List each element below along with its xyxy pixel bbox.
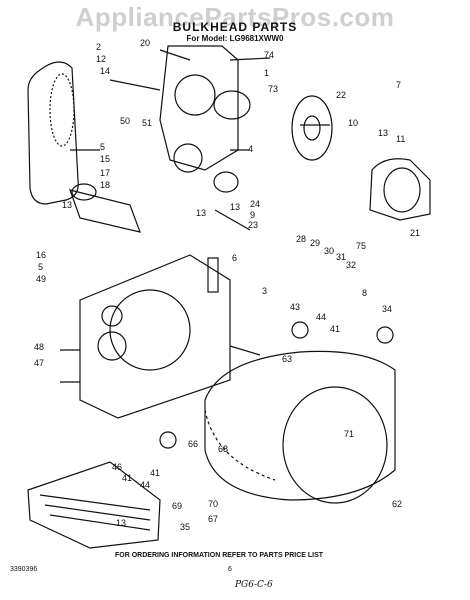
part-callout-8: 8 — [362, 288, 367, 298]
part-callout-24: 24 — [250, 199, 260, 209]
part-callout-13: 13 — [196, 208, 206, 218]
part-callout-28: 28 — [296, 234, 306, 244]
part-callout-11: 11 — [396, 134, 405, 144]
blower-wheel — [291, 95, 333, 161]
page-number: 6 — [228, 566, 232, 573]
bulkhead-outlet — [173, 143, 203, 173]
exhaust-tube — [71, 183, 97, 201]
front-panel-cover — [27, 61, 79, 205]
part-callout-6: 6 — [232, 253, 237, 263]
part-callout-13: 13 — [116, 518, 126, 528]
part-callout-5: 5 — [38, 262, 43, 272]
model-number: For Model: LG9681XWW0 — [186, 34, 284, 43]
part-callout-3: 3 — [262, 286, 267, 296]
drum — [204, 350, 396, 501]
part-callout-2: 2 — [96, 42, 101, 52]
part-callout-41: 41 — [150, 468, 160, 478]
diagram-title: BULKHEAD PARTS — [172, 20, 298, 34]
part-callout-18: 18 — [100, 180, 110, 190]
rear-panel — [79, 254, 231, 419]
lint-duct — [69, 189, 141, 233]
part-callout-13: 13 — [62, 200, 72, 210]
part-callout-29: 29 — [310, 238, 320, 248]
bulkhead-opening — [174, 74, 216, 116]
part-callout-43: 43 — [290, 302, 300, 312]
part-callout-51: 51 — [142, 118, 152, 128]
drum-roller — [291, 321, 309, 339]
part-callout-49: 49 — [36, 274, 46, 284]
part-callout-4: 4 — [248, 144, 253, 154]
part-callout-32: 32 — [346, 260, 356, 270]
part-callout-22: 22 — [336, 90, 346, 100]
part-callout-74: 74 — [264, 50, 274, 60]
lint-screen — [27, 461, 161, 549]
part-callout-13: 13 — [230, 202, 240, 212]
part-callout-5: 5 — [100, 142, 105, 152]
part-callout-12: 12 — [96, 54, 106, 64]
part-callout-13: 13 — [378, 128, 388, 138]
part-callout-21: 21 — [410, 228, 420, 238]
part-callout-71: 71 — [344, 429, 354, 439]
part-callout-23: 23 — [248, 220, 258, 230]
part-callout-63: 63 — [282, 354, 292, 364]
part-callout-73: 73 — [268, 84, 278, 94]
duct-seal — [213, 171, 239, 193]
part-callout-75: 75 — [356, 241, 366, 251]
part-callout-10: 10 — [348, 118, 358, 128]
seal-ring — [213, 90, 251, 120]
part-callout-48: 48 — [34, 342, 44, 352]
part-callout-67: 67 — [208, 514, 218, 524]
part-callout-16: 16 — [36, 250, 46, 260]
drum-roller — [159, 431, 177, 449]
ordering-note: FOR ORDERING INFORMATION REFER TO PARTS … — [115, 552, 324, 559]
rear-panel-opening — [109, 289, 191, 371]
part-callout-44: 44 — [316, 312, 326, 322]
document-code: 3390396 — [10, 566, 38, 573]
idler — [376, 326, 394, 344]
part-callout-7: 7 — [396, 80, 401, 90]
part-callout-15: 15 — [100, 154, 110, 164]
part-callout-66: 66 — [188, 439, 198, 449]
part-callout-1: 1 — [264, 68, 269, 78]
part-callout-62: 62 — [392, 499, 402, 509]
part-callout-41: 41 — [330, 324, 340, 334]
part-callout-35: 35 — [180, 522, 190, 532]
blower-housing — [369, 158, 431, 221]
part-callout-50: 50 — [120, 116, 130, 126]
watermark: AppliancePartsPros.com — [75, 2, 395, 32]
part-callout-69: 69 — [172, 501, 182, 511]
part-callout-47: 47 — [34, 358, 44, 368]
part-callout-31: 31 — [336, 252, 346, 262]
part-callout-30: 30 — [324, 246, 334, 256]
part-callout-44: 44 — [140, 480, 150, 490]
part-callout-20: 20 — [140, 38, 150, 48]
baffle — [207, 257, 219, 293]
part-callout-14: 14 — [100, 66, 110, 76]
part-callout-17: 17 — [100, 168, 110, 178]
part-callout-46: 46 — [112, 462, 122, 472]
part-callout-68: 68 — [218, 444, 228, 454]
part-callout-70: 70 — [208, 499, 218, 509]
bulkhead-panel — [159, 45, 239, 171]
handwritten-note: PG6-C-6 — [235, 580, 273, 590]
lint-screen-grille — [49, 73, 75, 147]
part-callout-9: 9 — [250, 210, 255, 220]
part-callout-41: 41 — [122, 473, 132, 483]
drum-opening — [282, 386, 388, 504]
part-callout-34: 34 — [382, 304, 392, 314]
